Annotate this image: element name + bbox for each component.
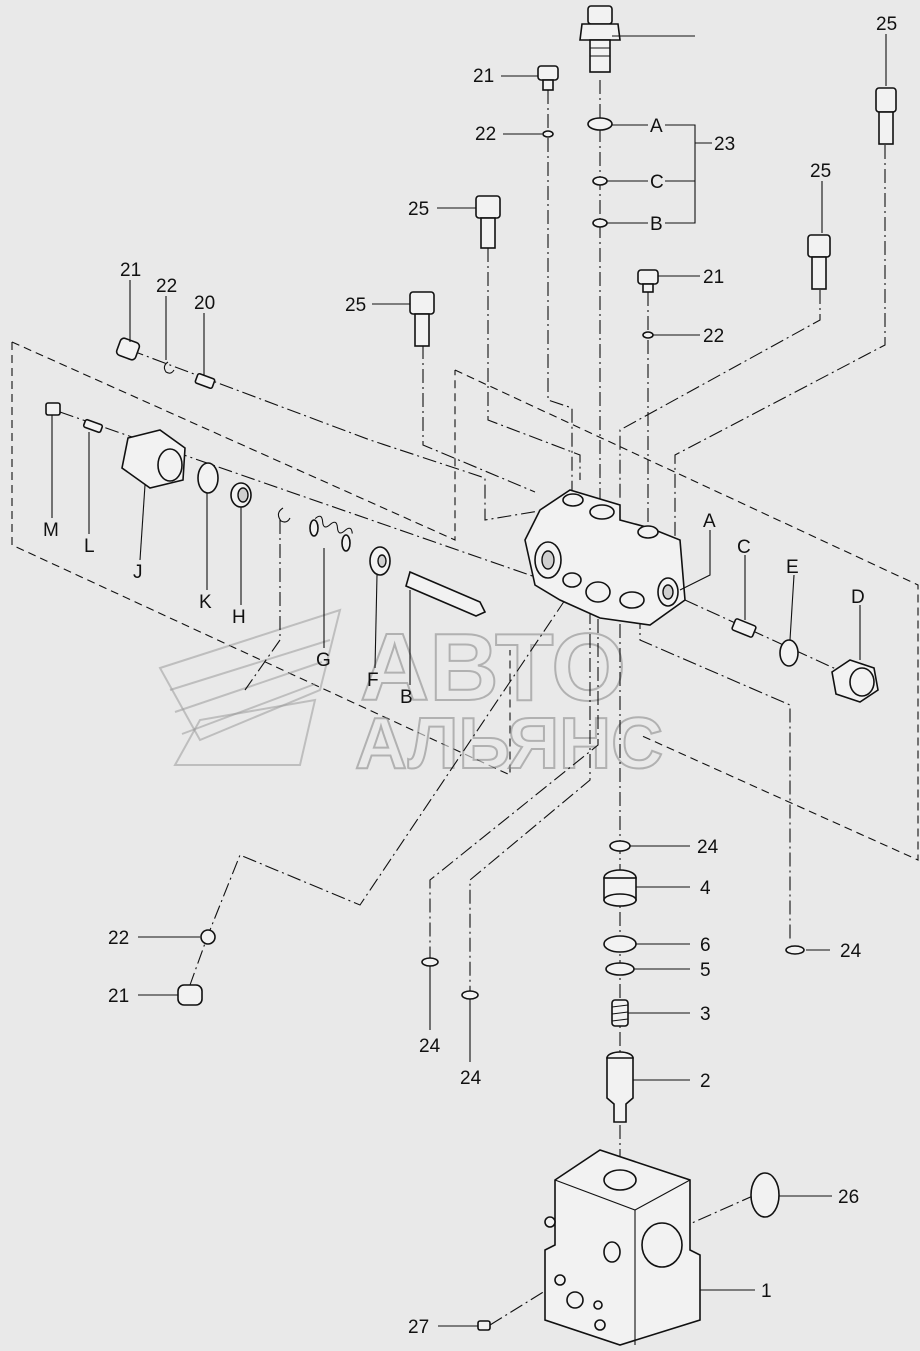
watermark-line1: АВТО — [360, 614, 626, 721]
callout-B-left: B — [400, 687, 413, 708]
part-1-body — [544, 1149, 701, 1346]
assembly-lines — [59, 80, 886, 1326]
callout-J: J — [133, 562, 143, 583]
callout-22-bottom: 22 — [108, 928, 129, 949]
oring-B-top — [592, 218, 608, 228]
callout-22-top: 22 — [475, 124, 496, 145]
callout-leaders — [51, 34, 887, 1327]
callout-E: E — [786, 557, 799, 578]
callout-B-top: B — [650, 214, 663, 235]
part-4 — [603, 869, 637, 907]
callout-21-bottom: 21 — [108, 986, 129, 1007]
callout-G: G — [316, 650, 331, 671]
part-22-bottom — [200, 929, 216, 945]
callout-4: 4 — [700, 878, 711, 899]
part-B-spool — [405, 570, 487, 617]
phantom-boundaries — [11, 341, 919, 861]
callout-H: H — [232, 607, 246, 628]
part-21-top — [537, 65, 559, 91]
part-J — [121, 429, 186, 489]
part-D-plug — [831, 659, 879, 703]
callout-K: K — [199, 592, 212, 613]
watermark-line2: АЛЬЯНС — [355, 704, 663, 784]
part-22-right — [642, 331, 654, 339]
callout-22-left: 22 — [156, 276, 177, 297]
callout-24-bottom-a: 24 — [419, 1036, 441, 1057]
part-25-screw-c — [807, 234, 831, 290]
callout-3: 3 — [700, 1004, 711, 1025]
part-21-right — [637, 269, 659, 293]
callout-22-right: 22 — [703, 326, 724, 347]
callout-1: 1 — [761, 1281, 772, 1302]
callout-D: D — [851, 587, 865, 608]
callout-21-top: 21 — [473, 66, 494, 87]
callout-A-top: A — [650, 116, 663, 137]
part-25-screw-d — [409, 291, 435, 347]
valve-block — [524, 489, 686, 626]
callout-20: 20 — [194, 293, 215, 314]
part-C-plug — [731, 618, 757, 638]
callout-21-left: 21 — [120, 260, 141, 281]
part-20 — [194, 372, 216, 390]
part-23-fitting — [579, 5, 621, 73]
callout-25-mid: 25 — [408, 199, 429, 220]
part-H — [230, 482, 252, 508]
part-27-plug — [477, 1320, 491, 1331]
part-6 — [603, 935, 637, 953]
part-21-left — [115, 337, 141, 361]
callout-6: 6 — [700, 935, 711, 956]
part-F-washer — [369, 546, 391, 576]
part-22-left — [163, 361, 175, 374]
part-25-screw-b — [475, 195, 501, 249]
part-K-oring — [197, 462, 219, 494]
oring-C-top — [592, 176, 608, 186]
callout-25-left: 25 — [345, 295, 366, 316]
part-E-oring — [779, 639, 799, 667]
callout-24-right: 24 — [840, 941, 862, 962]
callout-M: M — [43, 520, 59, 541]
part-24-stack — [609, 840, 631, 852]
part-24-left-b — [461, 990, 479, 1000]
part-M — [45, 402, 61, 416]
part-22-top — [542, 130, 554, 138]
part-25-screw-a — [875, 87, 897, 145]
callout-F: F — [367, 670, 379, 691]
callout-25-top-right: 25 — [876, 14, 897, 35]
callout-labels: 25 21 22 A C B 23 25 25 25 21 22 21 22 2… — [43, 14, 897, 1338]
part-26-oring — [750, 1172, 780, 1218]
part-24-left-a — [421, 957, 439, 967]
part-2-valve — [606, 1051, 634, 1123]
part-G-spring — [309, 515, 353, 552]
callout-24-bottom-b: 24 — [460, 1068, 482, 1089]
callout-5: 5 — [700, 960, 711, 981]
callout-26: 26 — [838, 1187, 859, 1208]
callout-23: 23 — [714, 134, 735, 155]
callout-A-block: A — [703, 511, 716, 532]
part-24-right — [785, 945, 805, 955]
callout-27: 27 — [408, 1317, 429, 1338]
oring-A-top — [587, 117, 613, 131]
part-21-bottom — [177, 984, 203, 1006]
part-L — [82, 418, 104, 434]
callout-25-mid-right: 25 — [810, 161, 831, 182]
callout-21-right: 21 — [703, 267, 724, 288]
part-5 — [605, 962, 635, 976]
watermark-logo — [158, 608, 342, 766]
part-clip — [277, 507, 291, 523]
callout-2: 2 — [700, 1071, 711, 1092]
watermark: АВТО АЛЬЯНС — [158, 608, 664, 785]
callout-C-right: C — [737, 537, 751, 558]
callout-24-stack: 24 — [697, 837, 719, 858]
part-3-spring — [611, 999, 629, 1027]
callout-C-top: C — [650, 172, 664, 193]
callout-L: L — [84, 536, 95, 557]
